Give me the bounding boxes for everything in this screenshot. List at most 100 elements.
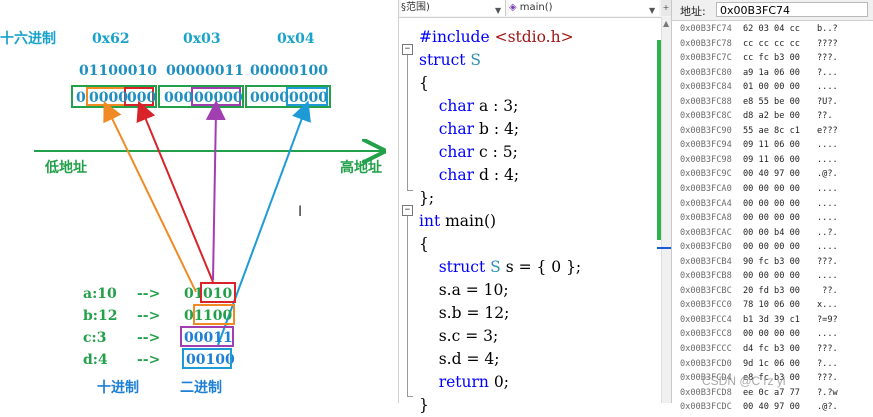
member-c-label: c:3 xyxy=(83,330,106,346)
binary-value-2: 00000011 xyxy=(166,63,244,79)
memory-bytes: 09 11 06 00 xyxy=(743,140,800,151)
code-line[interactable]: s.c = 3; xyxy=(419,325,499,348)
memory-addr: 0x00B3FC74 xyxy=(680,24,732,34)
code-token xyxy=(419,373,439,391)
memory-addr: 0x00B3FC94 xyxy=(680,140,732,151)
hex-value-3: 0x04 xyxy=(277,31,315,47)
code-line[interactable]: { xyxy=(419,72,429,95)
binary-value-3: 00000100 xyxy=(250,63,328,79)
memory-ascii: .... xyxy=(817,329,838,340)
member-c-bin-box: 00011 xyxy=(184,330,233,346)
code-line[interactable]: struct S s = { 0 }; xyxy=(419,256,581,279)
code-token: s.c = 3; xyxy=(419,327,499,345)
member-d-bin-box: 00100 xyxy=(186,352,235,368)
code-token: s.a = 10; xyxy=(419,281,509,299)
code-token: int xyxy=(419,212,441,230)
code-line[interactable]: } xyxy=(419,394,429,417)
memory-addr: 0x00B3FCA8 xyxy=(680,213,732,224)
binary-value-1: 01100010 xyxy=(79,63,157,79)
scroll-up-icon[interactable]: ▲ xyxy=(663,19,670,28)
scope-dropdown[interactable]: §范围) ▼ xyxy=(401,0,506,16)
code-line[interactable]: s.b = 12; xyxy=(419,302,510,325)
memory-address-bar: 地址: 0x00B3FC74 xyxy=(672,0,873,21)
memory-addr: 0x00B3FCB0 xyxy=(680,242,732,253)
memory-ascii: .... xyxy=(817,198,838,209)
memory-ascii: .@?. xyxy=(817,169,838,180)
memory-ascii: ?.?w xyxy=(817,387,838,398)
memory-bytes: 90 fc b3 00 xyxy=(743,256,800,267)
editor-gutter: − − xyxy=(399,17,419,403)
code-line[interactable]: char d : 4; xyxy=(419,164,519,187)
memory-bytes: 55 ae 8c c1 xyxy=(743,125,800,136)
function-dropdown[interactable]: ◈main() ▼ xyxy=(509,0,659,16)
code-token: }; xyxy=(419,189,435,207)
memory-addr: 0x00B3FCAC xyxy=(680,227,732,238)
vertical-scrollbar[interactable]: ▲ xyxy=(661,17,673,403)
memory-row[interactable]: 0x00B3FCAC 00 00 b4 00..?. xyxy=(680,226,857,241)
fold-guide-line xyxy=(407,55,408,190)
code-line[interactable]: { xyxy=(419,233,429,256)
memory-bytes: 00 00 00 00 xyxy=(743,242,800,253)
code-line[interactable]: return 0; xyxy=(419,371,509,394)
memory-bytes: 00 00 b4 00 xyxy=(743,227,800,238)
code-editor[interactable]: §范围) ▼ ◈main() ▼ + − − #include <stdio.h… xyxy=(398,0,673,414)
memory-ascii: ..?. xyxy=(817,227,838,238)
byte3-blue: 0000 xyxy=(289,90,328,106)
address-label: 地址: xyxy=(680,5,706,18)
code-line[interactable]: struct S xyxy=(419,49,481,72)
code-line[interactable]: s.a = 10; xyxy=(419,279,509,302)
memory-bytes: 9d 1c 06 00 xyxy=(743,358,800,369)
address-input[interactable]: 0x00B3FC74 xyxy=(716,2,868,17)
code-line[interactable]: char b : 4; xyxy=(419,118,519,141)
code-line[interactable]: }; xyxy=(419,187,434,210)
member-c-box xyxy=(180,326,234,347)
fold-toggle-icon[interactable]: − xyxy=(402,44,413,55)
byte1-orange: 0000 xyxy=(89,90,128,106)
code-line[interactable]: char a : 3; xyxy=(419,95,519,118)
code-line[interactable]: #include <stdio.h> xyxy=(419,26,574,49)
code-line[interactable]: char c : 5; xyxy=(419,141,518,164)
memory-ascii: ???. xyxy=(817,344,838,355)
code-token xyxy=(419,120,439,138)
memory-addr: 0x00B3FC88 xyxy=(680,96,732,107)
memory-addr: 0x00B3FC7C xyxy=(680,53,732,64)
memory-addr: 0x00B3FCD4 xyxy=(680,373,732,384)
fold-toggle-icon[interactable]: − xyxy=(402,205,413,216)
editor-navigation-bar: §范围) ▼ ◈main() ▼ + xyxy=(399,0,672,18)
memory-addr: 0x00B3FCBC xyxy=(680,285,732,296)
code-line[interactable]: int main() xyxy=(419,210,496,233)
split-editor-button[interactable]: + xyxy=(661,0,671,16)
member-d-box xyxy=(182,348,232,369)
code-token: char xyxy=(438,97,475,115)
chevron-down-icon[interactable]: ▼ xyxy=(495,6,502,15)
code-line[interactable]: s.d = 4; xyxy=(419,348,500,371)
chevron-down-icon[interactable]: ▼ xyxy=(649,6,656,15)
